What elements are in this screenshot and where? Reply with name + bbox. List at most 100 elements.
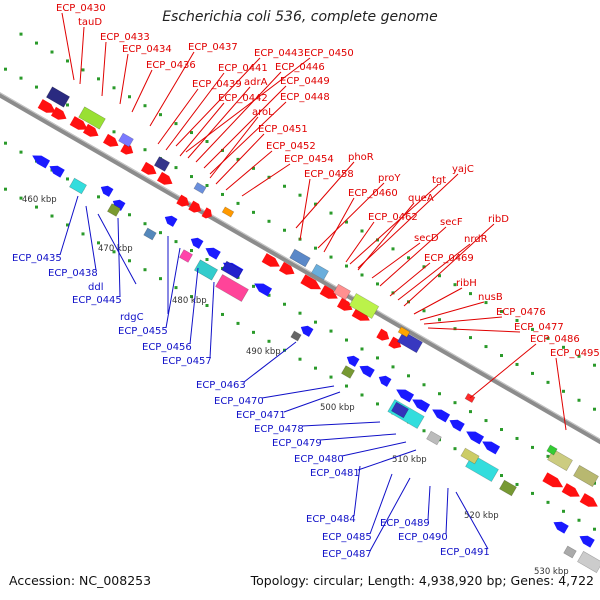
tick-dot bbox=[283, 302, 286, 306]
label-leader-line bbox=[345, 221, 375, 263]
label-leader-line bbox=[119, 53, 129, 105]
gene-label-bottom: ECP_0438 bbox=[48, 268, 98, 279]
label-leader-line bbox=[165, 247, 181, 329]
gene-label-top: ECP_0452 bbox=[266, 141, 316, 152]
gene-label-bottom: ECP_0456 bbox=[142, 342, 192, 353]
tick-dot bbox=[97, 77, 100, 81]
label-leader-line bbox=[149, 51, 195, 127]
tick-dot bbox=[345, 338, 348, 342]
gene-label-top: adrA bbox=[244, 77, 268, 88]
tick-dot bbox=[484, 301, 488, 305]
tick-dot bbox=[407, 374, 410, 378]
scale-label: 480 kbp bbox=[172, 296, 207, 306]
label-leader-line bbox=[97, 213, 137, 285]
label-leader-line bbox=[317, 182, 385, 249]
label-leader-line bbox=[131, 69, 153, 113]
gene-label-bottom: ECP_0457 bbox=[162, 356, 212, 367]
gene-block bbox=[289, 248, 311, 268]
tick-dot bbox=[190, 175, 193, 179]
tick-dot bbox=[484, 419, 488, 423]
tick-dot bbox=[453, 447, 457, 451]
tick-dot bbox=[360, 273, 364, 277]
gene-label-top: ECP_0448 bbox=[280, 92, 330, 103]
scale-label: 490 kbp bbox=[246, 347, 281, 357]
tick-dot bbox=[190, 249, 193, 253]
tick-dot bbox=[562, 509, 565, 513]
reverse-gene-arrow bbox=[100, 185, 114, 197]
reverse-gene-arrow bbox=[190, 237, 204, 249]
forward-gene-arrow bbox=[83, 123, 99, 137]
gene-label-bottom: ECP_0480 bbox=[294, 454, 344, 465]
gene-label-top: nrdR bbox=[464, 234, 488, 245]
tick-dot bbox=[4, 187, 7, 191]
gene-block bbox=[460, 447, 480, 465]
gene-label-top: ECP_0434 bbox=[122, 44, 172, 55]
gene-label-top: yajC bbox=[452, 164, 474, 175]
label-leader-line bbox=[323, 197, 355, 253]
tick-dot bbox=[205, 304, 209, 308]
label-leader-line bbox=[195, 71, 282, 163]
reverse-gene-arrow bbox=[346, 355, 360, 367]
tick-dot bbox=[422, 309, 426, 313]
tick-dot bbox=[329, 375, 333, 379]
forward-gene-arrow bbox=[51, 106, 67, 120]
gene-block bbox=[348, 293, 380, 319]
tick-dot bbox=[593, 407, 596, 411]
gene-label-top: phoR bbox=[348, 152, 374, 163]
gene-label-bottom: ECP_0470 bbox=[214, 396, 264, 407]
reverse-gene-arrow bbox=[32, 155, 51, 169]
gene-label-top: ECP_0486 bbox=[530, 334, 580, 345]
forward-gene-arrow bbox=[201, 207, 212, 219]
gene-block bbox=[193, 259, 219, 281]
gene-block bbox=[193, 182, 207, 194]
forward-gene-arrow bbox=[542, 472, 564, 488]
gene-block bbox=[78, 106, 106, 130]
gene-label-top: queA bbox=[408, 193, 434, 204]
reverse-gene-arrow bbox=[359, 365, 375, 378]
tick-dot bbox=[66, 103, 69, 107]
gene-block bbox=[107, 203, 121, 217]
tick-dot bbox=[546, 500, 550, 504]
tick-dot bbox=[35, 41, 38, 45]
tick-dot bbox=[221, 312, 224, 316]
gene-label-top: ECP_0439 bbox=[192, 79, 242, 90]
tick-dot bbox=[190, 131, 193, 135]
label-leader-line bbox=[209, 281, 215, 359]
gene-label-top: tauD bbox=[78, 17, 102, 28]
label-leader-line bbox=[117, 217, 121, 298]
tick-dot bbox=[314, 366, 317, 370]
tick-dot bbox=[50, 214, 54, 218]
label-leader-line bbox=[209, 116, 259, 179]
gene-block bbox=[45, 86, 71, 108]
label-leader-line bbox=[165, 72, 225, 151]
tick-dot bbox=[205, 258, 209, 262]
tick-dot bbox=[236, 201, 240, 205]
forward-gene-arrow bbox=[376, 328, 390, 341]
gene-label-bottom: ECP_0490 bbox=[398, 532, 448, 543]
gene-block bbox=[426, 430, 442, 446]
reverse-gene-arrow bbox=[412, 399, 431, 413]
tick-dot bbox=[577, 518, 581, 522]
tick-dot bbox=[50, 50, 54, 54]
label-leader-line bbox=[455, 491, 489, 550]
forward-gene-arrow bbox=[261, 253, 280, 267]
label-leader-line bbox=[353, 465, 361, 517]
forward-gene-arrow bbox=[37, 99, 56, 113]
gene-label-top: ECP_0495 bbox=[550, 348, 600, 359]
tick-dot bbox=[19, 196, 23, 200]
gene-label-bottom: ECP_0491 bbox=[440, 547, 490, 558]
gene-block bbox=[69, 177, 87, 195]
reverse-gene-arrow bbox=[300, 325, 314, 337]
label-leader-line bbox=[79, 26, 85, 85]
gene-label-top: ECP_0442 bbox=[218, 93, 268, 104]
tick-dot bbox=[174, 122, 178, 126]
label-leader-line bbox=[369, 477, 411, 552]
tick-dot bbox=[314, 320, 317, 324]
gene-label-bottom: ECP_0445 bbox=[72, 295, 122, 306]
reverse-gene-arrow bbox=[164, 215, 178, 227]
tick-dot bbox=[267, 175, 271, 179]
tick-dot bbox=[143, 148, 147, 152]
tick-dot bbox=[593, 527, 596, 531]
label-leader-line bbox=[445, 487, 449, 535]
gene-label-top: ECP_0441 bbox=[218, 63, 268, 74]
